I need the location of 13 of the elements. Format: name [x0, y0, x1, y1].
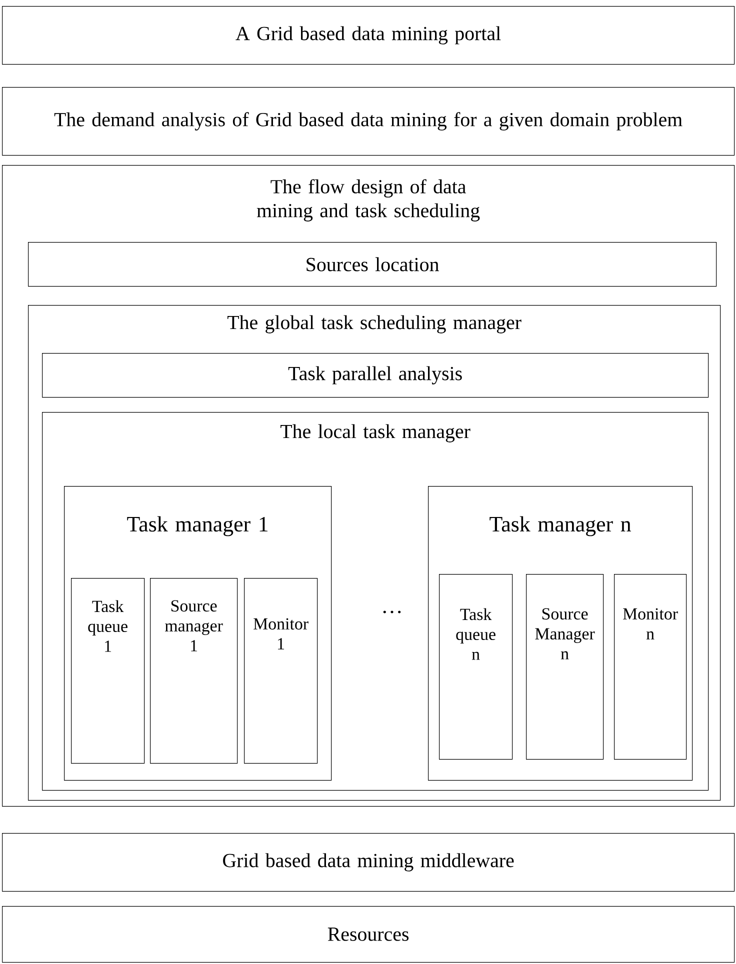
container-box: Monitor 1: [244, 578, 318, 764]
container-box: Source Manager n: [526, 574, 604, 760]
container-box: Monitor n: [614, 574, 687, 760]
container-box: Task queue n: [439, 574, 513, 760]
container-box: Source manager 1: [150, 578, 238, 764]
text-box: A Grid based data mining portal: [2, 6, 735, 65]
ellipsis: …: [383, 610, 401, 614]
container-box: Task queue 1: [71, 578, 145, 764]
text-box: The demand analysis of Grid based data mining for a given domain problem: [2, 87, 735, 156]
text-box: Sources location: [28, 242, 717, 287]
text-box: Resources: [2, 906, 735, 963]
text-box: Task parallel analysis: [42, 353, 709, 398]
text-box: Grid based data mining middleware: [2, 833, 735, 892]
